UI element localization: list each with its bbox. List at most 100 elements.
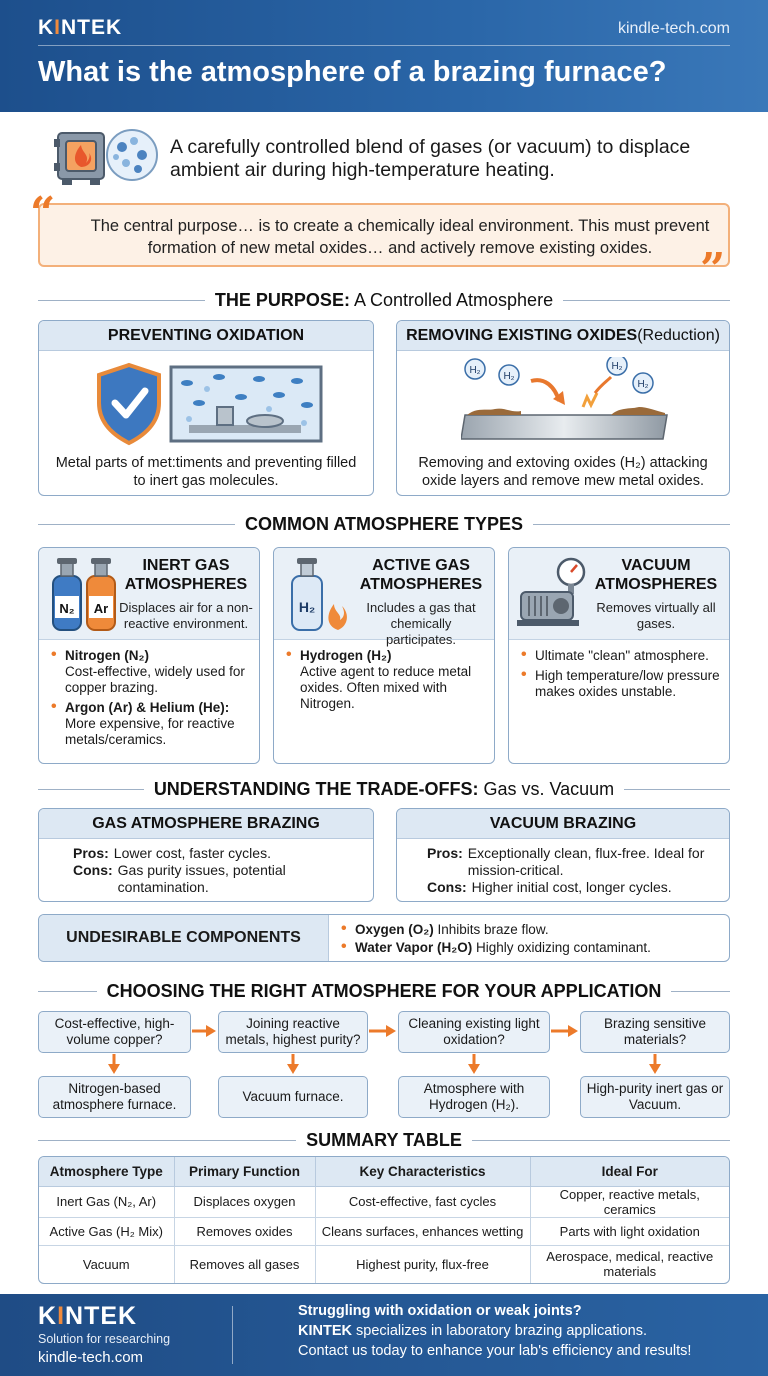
page-title: What is the atmosphere of a brazing furn… (38, 56, 667, 88)
card-description: Removing and extoving oxides (H₂) attack… (418, 455, 708, 489)
undesirable-title: UNDESIRABLE COMPONENTS (39, 915, 329, 961)
table-cell: Parts with light oxidation (530, 1217, 729, 1246)
vacuum-pump-icon (517, 557, 586, 626)
table-header-row: Atmosphere Type Primary Function Key Cha… (39, 1157, 729, 1187)
vacuum-bullets: Ultimate "clean" atmosphere. High temper… (519, 647, 721, 704)
footer-divider (232, 1306, 233, 1364)
column-header: Key Characteristics (315, 1157, 531, 1187)
arrow-down-icon (108, 1054, 120, 1074)
footer-line: KINTEK specializes in laboratory brazing… (298, 1323, 647, 1339)
list-item: Hydrogen (H₂)Active agent to reduce meta… (284, 647, 486, 712)
footer-cta[interactable]: Contact us today to enhance your lab's e… (298, 1343, 692, 1359)
header: KINTEK kindle-tech.com What is the atmos… (0, 0, 768, 112)
reduction-illustration: H₂ H₂ H₂ H₂ (461, 357, 668, 440)
column-header: Ideal For (530, 1157, 729, 1187)
gas-cylinder-icon: N₂ Ar (52, 558, 116, 631)
summary-table: Atmosphere Type Primary Function Key Cha… (38, 1156, 730, 1284)
list-item: Ultimate "clean" atmosphere. (519, 647, 721, 664)
removing-oxides-card: REMOVING EXISTING OXIDES (Reduction) H₂ … (396, 320, 730, 496)
logo-text: KINTEK (38, 16, 123, 39)
flow-answer: High-purity inert gas or Vacuum. (580, 1076, 730, 1118)
logo-text: KINTEK (38, 1302, 138, 1330)
type-description: Displaces air for a non-reactive environ… (119, 600, 253, 631)
quote-text: The central purpose… is to create a chem… (90, 217, 710, 257)
flow-answer: Vacuum furnace. (218, 1076, 368, 1118)
close-quote-icon: ” (700, 244, 726, 295)
footer-headline: Struggling with oxidation or weak joints… (298, 1303, 582, 1319)
inert-gas-card: N₂ Ar INERT GAS ATMOSPHERES Displaces ai… (38, 547, 260, 764)
card-description: Metal parts of met:timents and preventin… (55, 455, 357, 489)
active-bullets: Hydrogen (H₂)Active agent to reduce meta… (284, 647, 486, 716)
summary-heading: SUMMARY TABLE (38, 1128, 731, 1152)
arrow-down-icon (468, 1054, 480, 1074)
arrow-right-icon (551, 1025, 578, 1037)
table-cell: Displaces oxygen (174, 1186, 316, 1218)
cons-row: Cons:Higher initial cost, longer cycles. (427, 879, 672, 895)
list-item: High temperature/low pressure makes oxid… (519, 667, 721, 700)
flow-answer: Nitrogen-based atmosphere furnace. (38, 1076, 191, 1118)
footer-message: Struggling with oxidation or weak joints… (298, 1301, 748, 1361)
hydrogen-cylinder-icon: H₂ (291, 558, 347, 631)
card-title: VACUUM BRAZING (397, 809, 729, 839)
table-cell: Cost-effective, fast cycles (315, 1186, 531, 1218)
table-row: Inert Gas (N₂, Ar) Displaces oxygen Cost… (39, 1186, 729, 1218)
type-title: INERT GAS ATMOSPHERES (124, 557, 248, 593)
h2-label: H₂ (299, 599, 315, 615)
arrow-down-icon (287, 1054, 299, 1074)
table-cell: Vacuum (39, 1245, 175, 1283)
h2-label: H₂ (611, 361, 622, 372)
pros-row: Pros:Lower cost, faster cycles. (73, 845, 271, 861)
ar-label: Ar (94, 601, 108, 616)
table-cell: Cleans surfaces, enhances wetting (315, 1217, 531, 1246)
site-url[interactable]: kindle-tech.com (617, 20, 730, 37)
column-header: Atmosphere Type (39, 1157, 175, 1187)
table-cell: Removes all gases (174, 1245, 316, 1283)
pros-row: Pros:Exceptionally clean, flux-free. Ide… (427, 845, 705, 878)
list-item: Argon (Ar) & Helium (He):More expensive,… (49, 699, 251, 748)
list-item: Water Vapor (H₂O) Highly oxidizing conta… (339, 938, 721, 956)
open-quote-icon: “ (30, 188, 56, 239)
card-title: GAS ATMOSPHERE BRAZING (39, 809, 373, 839)
undesirable-components: UNDESIRABLE COMPONENTS Oxygen (O₂) Inhib… (38, 914, 730, 962)
type-description: Includes a gas that chemically participa… (366, 600, 476, 647)
table-cell: Aerospace, medical, reactive materials (546, 1249, 714, 1280)
type-title: ACTIVE GAS ATMOSPHERES (359, 557, 483, 593)
furnace-icon (54, 129, 158, 185)
header-divider (38, 45, 730, 46)
footer-site-url[interactable]: kindle-tech.com (38, 1349, 144, 1366)
purpose-heading: THE PURPOSE: A Controlled Atmosphere (38, 288, 730, 312)
list-item: Oxygen (O₂) Inhibits braze flow. (339, 920, 721, 938)
footer-logo[interactable]: KINTEK (38, 1302, 137, 1331)
table-cell: Inert Gas (N₂, Ar) (39, 1186, 175, 1218)
list-item: Nitrogen (N₂)Cost-effective, widely used… (49, 647, 251, 696)
n2-label: N₂ (59, 601, 74, 616)
arrow-right-icon (192, 1025, 216, 1037)
h2-label: H₂ (637, 379, 648, 390)
quote-box: The central purpose… is to create a chem… (38, 203, 730, 267)
table-row: Active Gas (H₂ Mix) Removes oxides Clean… (39, 1217, 729, 1246)
cons-row: Cons:Gas purity issues, potential contam… (73, 862, 286, 895)
flow-answer: Atmosphere with Hydrogen (H₂). (398, 1076, 550, 1118)
h2-label: H₂ (503, 371, 514, 382)
flow-arrows (108, 1025, 661, 1074)
type-title: VACUUM ATMOSPHERES (594, 557, 718, 593)
table-cell: Removes oxides (174, 1217, 316, 1246)
card-title: PREVENTING OXIDATION (39, 321, 373, 351)
vacuum-card: VACUUM ATMOSPHERES Removes virtually all… (508, 547, 730, 764)
gas-brazing-card: GAS ATMOSPHERE BRAZING Pros:Lower cost, … (38, 808, 374, 902)
arrow-down-icon (649, 1054, 661, 1074)
tradeoffs-heading: UNDERSTANDING THE TRADE-OFFS: Gas vs. Va… (38, 777, 730, 801)
h2-label: H₂ (469, 365, 480, 376)
table-cell: Copper, reactive metals, ceramics (530, 1186, 729, 1218)
brand-logo[interactable]: KINTEK (38, 16, 122, 40)
footer: KINTEK Solution for researching kindle-t… (0, 1294, 768, 1376)
flow-question: Cost-effective, high-volume copper? (38, 1011, 191, 1053)
type-description: Removes virtually all gases. (596, 600, 716, 631)
table-row: Vacuum Removes all gases Highest purity,… (39, 1245, 729, 1283)
flow-question: Cleaning existing light oxidation? (398, 1011, 550, 1053)
column-header: Primary Function (174, 1157, 316, 1187)
flow-question: Joining reactive metals, highest purity? (218, 1011, 368, 1053)
footer-tagline: Solution for researching (38, 1332, 171, 1346)
vacuum-brazing-card: VACUUM BRAZING Pros:Exceptionally clean,… (396, 808, 730, 902)
card-title: REMOVING EXISTING OXIDES (Reduction) (397, 321, 729, 351)
